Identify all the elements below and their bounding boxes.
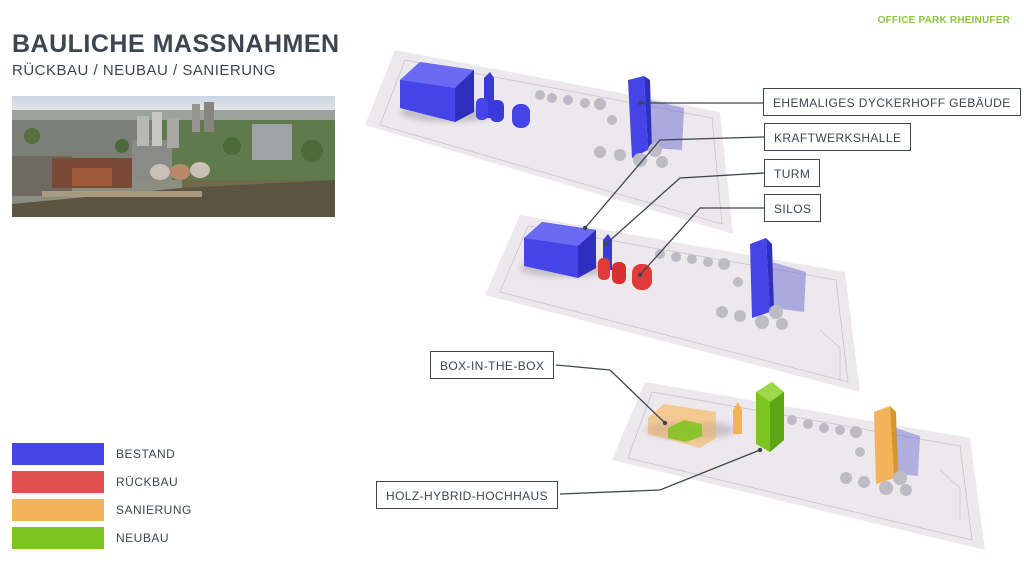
legend-item-neubau: NEUBAU bbox=[12, 524, 192, 552]
callout-kraftwerkshalle: KRAFTWERKSHALLE bbox=[764, 123, 912, 151]
legend-swatch bbox=[12, 471, 104, 493]
leader-lines bbox=[555, 102, 765, 495]
callout-holz-hybrid: HOLZ-HYBRID-HOCHHAUS bbox=[376, 481, 559, 509]
callout-silos: SILOS bbox=[764, 194, 822, 222]
plate-rueckbau bbox=[485, 215, 860, 392]
callout-dyckerhoff: EHEMALIGES DYCKERHOFF GEBÄUDE bbox=[763, 88, 1021, 116]
legend-label: NEUBAU bbox=[116, 531, 170, 545]
legend-swatch bbox=[12, 527, 104, 549]
callout-box-in-the-box: BOX-IN-THE-BOX bbox=[430, 351, 555, 379]
legend-label: RÜCKBAU bbox=[116, 475, 179, 489]
page-subtitle: RÜCKBAU / NEUBAU / SANIERUNG bbox=[12, 62, 277, 79]
brand-label: OFFICE PARK RHEINUFER bbox=[877, 15, 1010, 26]
callout-turm: TURM bbox=[764, 159, 821, 187]
legend-item-bestand: BESTAND bbox=[12, 440, 192, 468]
page-title: BAULICHE MASSNAHMEN bbox=[12, 30, 340, 58]
aerial-photo bbox=[12, 96, 335, 217]
legend-item-sanierung: SANIERUNG bbox=[12, 496, 192, 524]
legend-label: BESTAND bbox=[116, 447, 176, 461]
legend: BESTAND RÜCKBAU SANIERUNG NEUBAU bbox=[12, 440, 192, 552]
legend-item-rueckbau: RÜCKBAU bbox=[12, 468, 192, 496]
legend-label: SANIERUNG bbox=[116, 503, 192, 517]
legend-swatch bbox=[12, 499, 104, 521]
legend-swatch bbox=[12, 443, 104, 465]
leader-dots bbox=[582, 100, 763, 453]
plate-bestand bbox=[365, 50, 733, 234]
plate-neubau bbox=[612, 382, 985, 550]
